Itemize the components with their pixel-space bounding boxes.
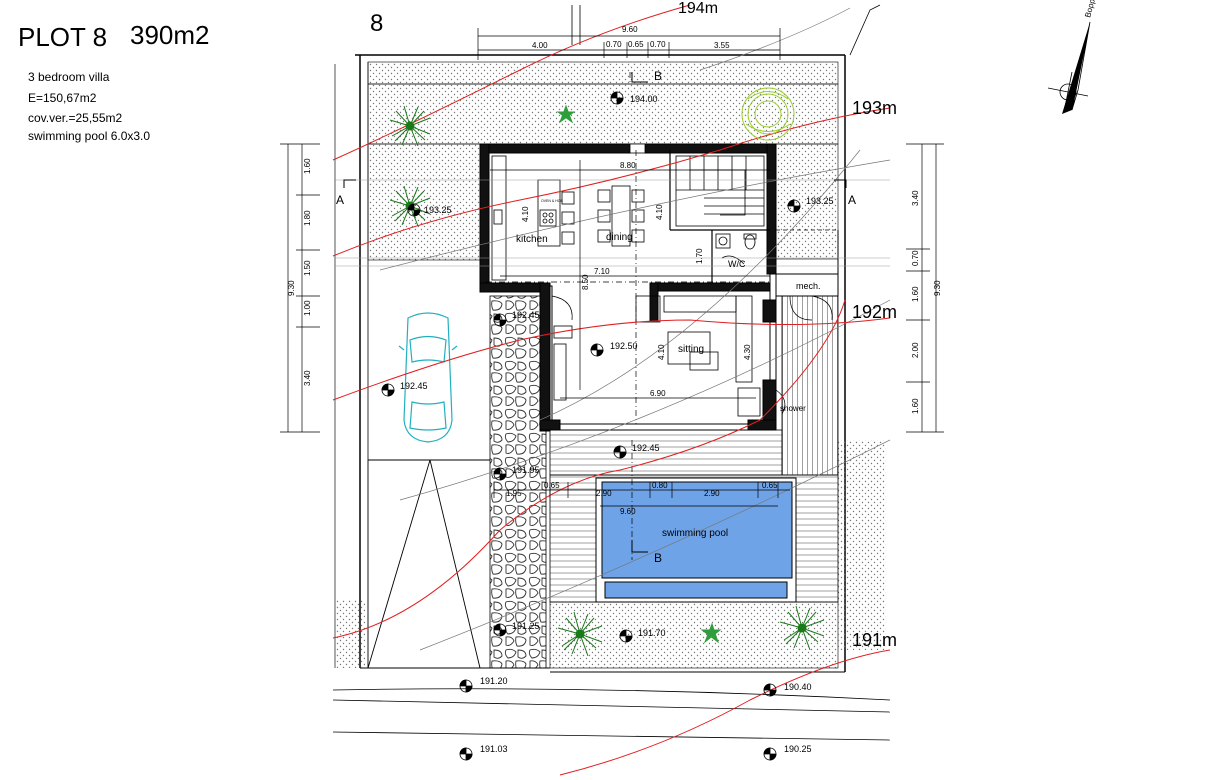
dimension-lines (280, 28, 944, 507)
level-label: 191.20 (480, 676, 508, 686)
dimension-label: 3.55 (714, 41, 730, 50)
top-planting-strip (367, 61, 839, 85)
lot-number: 8 (370, 10, 384, 37)
dimension-label: 2.90 (704, 489, 720, 498)
dimension-label: 2.90 (596, 489, 612, 498)
dimension-label: 0.65 (544, 481, 560, 490)
room-label-dining: dining (606, 232, 633, 243)
dimension-label: 0.80 (652, 481, 668, 490)
level-label: 192.45 (632, 443, 660, 453)
section-marker-b-top: B (654, 69, 662, 83)
dimension-label: 9.60 (622, 25, 638, 34)
staircase (675, 155, 765, 227)
contour-label-193: 193m (852, 98, 897, 118)
dimension-label: 2.00 (911, 342, 920, 358)
contour-lines (332, 4, 891, 776)
parking-area (367, 459, 490, 669)
neighbour-planting (838, 440, 886, 650)
north-arrow-icon (1047, 21, 1091, 114)
dimension-label: 6.90 (650, 389, 666, 398)
swimming-pool (595, 477, 797, 603)
dimension-label: 0.65 (762, 481, 778, 490)
level-label: 191.25 (512, 621, 540, 631)
dimension-label: 9.60 (620, 507, 636, 516)
pool-label: swimming pool (662, 528, 728, 539)
dimension-label: 0.65 (628, 40, 644, 49)
dimension-label: 4.00 (532, 41, 548, 50)
dimension-label: 8.50 (581, 274, 590, 290)
road-lines (332, 4, 891, 741)
room-label-shower: shower (780, 404, 806, 413)
info-line-area: E=150,67m2 (28, 91, 97, 105)
room-label-sitting: sitting (678, 344, 704, 355)
contour-label-192: 192m (852, 302, 897, 322)
info-line-bedrooms: 3 bedroom villa (28, 70, 110, 84)
door-swings (551, 295, 833, 415)
contour-label-194: 194m (678, 0, 718, 17)
info-line-pool: swimming pool 6.0x3.0 (28, 129, 151, 143)
dimension-label: 1.70 (695, 248, 704, 264)
plot-label: PLOT 8 (18, 22, 108, 52)
dimension-label: 1.50 (303, 260, 312, 276)
stone-path (489, 295, 547, 669)
wc-fittings (715, 233, 757, 265)
level-label: 190.25 (784, 744, 812, 754)
dining-table (597, 185, 645, 247)
contour-label-191: 191m (852, 630, 897, 650)
room-label-wc: W/C (728, 259, 746, 269)
plot-area: 390m2 (130, 20, 210, 50)
section-marker-b-bottom: B (654, 551, 662, 565)
level-label: 191.95 (512, 465, 540, 475)
section-marker-a-left: A (336, 193, 344, 207)
level-label: 192.45 (512, 310, 540, 320)
dimension-label: 4.10 (657, 344, 666, 360)
level-label: 191.70 (638, 628, 666, 638)
dimension-label: 4.10 (655, 204, 664, 220)
dimension-label: 1.60 (303, 158, 312, 174)
section-lines (343, 72, 847, 553)
dimension-label: 8.80 (620, 161, 636, 170)
level-label: 192.45 (400, 381, 428, 391)
level-label: 194.00 (630, 94, 658, 104)
level-label: 193.25 (806, 196, 834, 206)
building-outline (479, 143, 839, 432)
garden-area-bottom (549, 601, 839, 669)
room-label-mech: mech. (796, 281, 821, 291)
dimension-label: 9.30 (287, 280, 296, 296)
dimension-label: 3.40 (911, 190, 920, 206)
dimension-label: 1.60 (911, 286, 920, 302)
section-marker-a-right: A (848, 193, 856, 207)
dimension-label: 3.40 (303, 370, 312, 386)
dimension-label: 1.00 (303, 300, 312, 316)
oven-label: OVEN & HOB (541, 199, 563, 203)
level-label: 193.25 (424, 205, 452, 215)
level-label: 192.50 (610, 341, 638, 351)
north-label: Βορράς (1083, 0, 1099, 19)
level-label: 191.03 (480, 744, 508, 754)
dimension-label: 0.70 (606, 40, 622, 49)
dimension-label: 4.10 (521, 206, 530, 222)
dimension-label: 4.30 (743, 344, 752, 360)
side-deck (781, 295, 839, 476)
level-marker-symbols (381, 91, 801, 761)
dimension-label: 9.30 (933, 280, 942, 296)
dimension-label: 0.70 (650, 40, 666, 49)
dimension-label: 0.70 (911, 250, 920, 266)
dimension-label: 1.80 (303, 210, 312, 226)
level-label: 190.40 (784, 682, 812, 692)
terrace-deck (549, 429, 783, 476)
info-line-coverage: cov.ver.=25,55m2 (28, 111, 123, 125)
terrain-lines (379, 7, 891, 651)
car-outline (398, 312, 458, 443)
dimension-label: 7.10 (594, 267, 610, 276)
dimension-label: 1.95 (506, 489, 522, 498)
kitchen-fittings (491, 155, 575, 281)
garden-area-left (367, 143, 481, 261)
garden-area-top (367, 83, 839, 145)
dimension-label: 1.60 (911, 398, 920, 414)
room-label-kitchen: kitchen (516, 234, 548, 245)
